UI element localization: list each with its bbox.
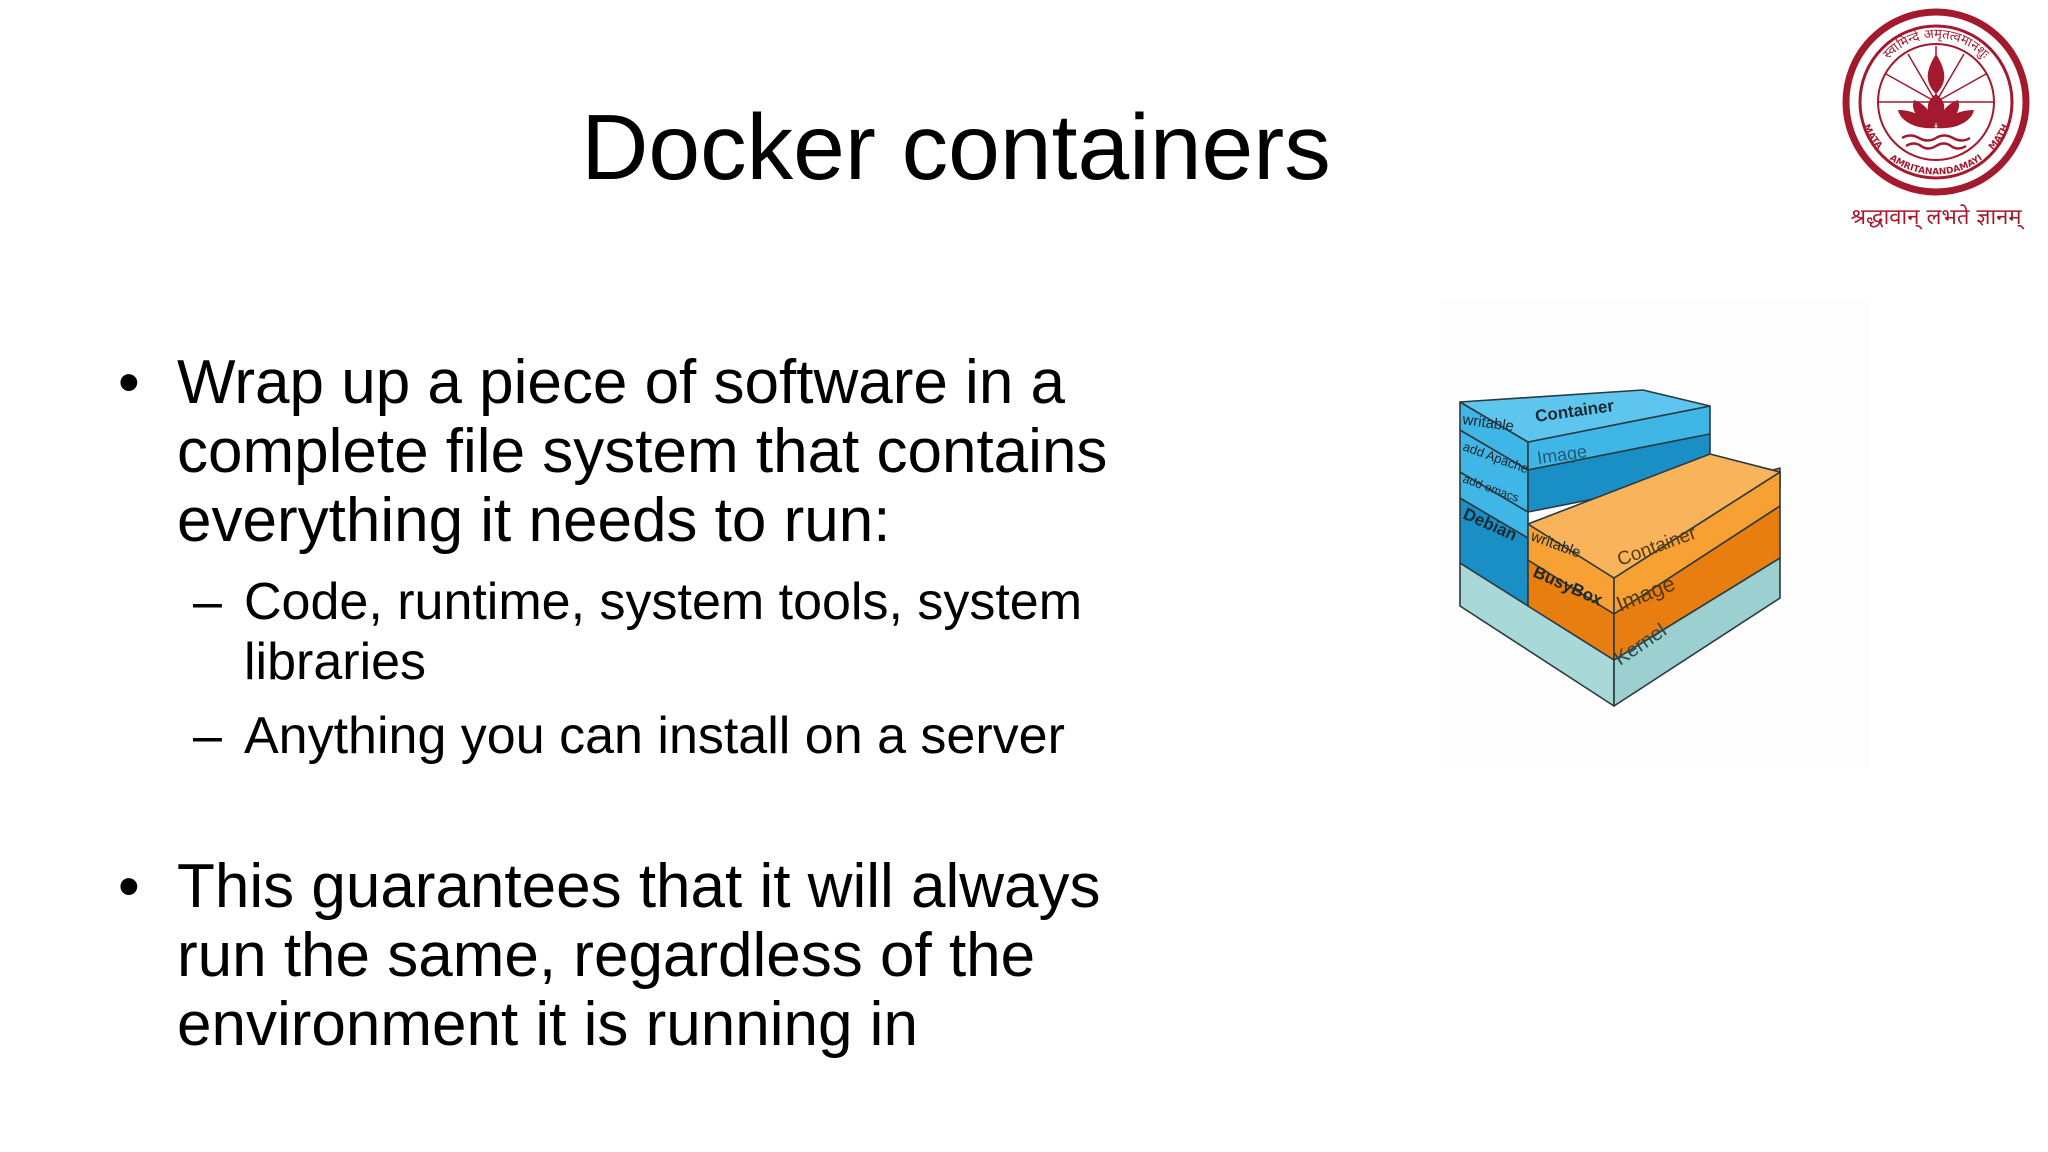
bullet-marker: • [118, 852, 140, 921]
logo-ring-text-bottom: AMRITANANDAMAYI [1888, 153, 1985, 177]
orange-top-lid [1527, 453, 1781, 579]
sub-bullet-text: Code, runtime, system tools, system libr… [244, 572, 1204, 692]
bullet-line: environment it is running in [177, 990, 918, 1059]
svg-text:AMRITANANDAMAYI: AMRITANANDAMAYI [1888, 153, 1985, 177]
sub-bullet-line: Anything you can install on a server [244, 707, 1065, 765]
bullet-text: This guarantees that it will always run … [177, 852, 1237, 1059]
svg-text:MATA: MATA [1861, 123, 1884, 151]
docker-layers-diagram: writable Container add Apache Image add … [1459, 389, 1781, 707]
sub-bullet-marker: – [193, 707, 222, 765]
bullet-line: complete file system that contains [177, 417, 1108, 486]
slide-title: Docker containers [581, 95, 1331, 199]
amrita-logo: स्वामिन्दे अमृतत्वमानशुः MATA AMRITANAND… [1842, 8, 2030, 230]
logo-ring-text-right: MATH [1987, 123, 2011, 152]
logo-motto: श्रद्धावान् लभते ज्ञानम् [1850, 204, 2024, 230]
sub-bullet-line: libraries [244, 633, 427, 691]
sub-bullet-line: Code, runtime, system tools, system [244, 573, 1083, 631]
blue-top-lid [1459, 389, 1711, 443]
bullet-line: everything it needs to run: [177, 486, 891, 555]
sub-bullet-marker: – [193, 573, 222, 631]
bullet-marker: • [118, 348, 140, 417]
logo-ring-text-left: MATA [1861, 123, 1884, 151]
bullet-text: Wrap up a piece of software in a complet… [177, 348, 1237, 555]
sub-bullet-text: Anything you can install on a server [244, 706, 1204, 766]
image-right-face [1613, 505, 1781, 661]
bullet-line: This guarantees that it will always [177, 852, 1101, 921]
bullet-line: run the same, regardless of the [177, 921, 1036, 990]
bullet-list: • Wrap up a piece of software in a compl… [118, 348, 1107, 1059]
svg-text:MATH: MATH [1987, 123, 2011, 152]
bullet-line: Wrap up a piece of software in a [177, 348, 1066, 417]
